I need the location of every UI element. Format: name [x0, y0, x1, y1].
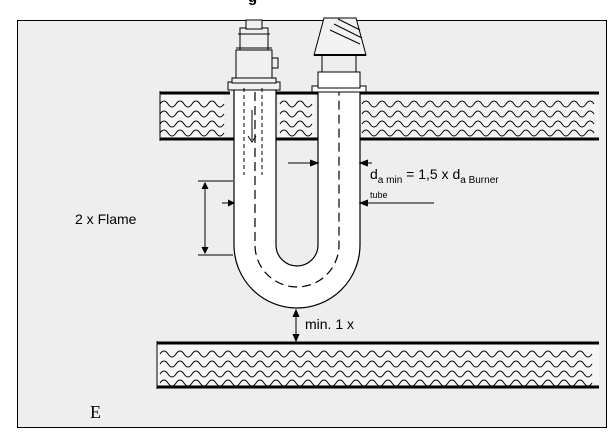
min-distance-label: min. 1 x [305, 316, 355, 332]
flame-length-label: 2 x Flame [75, 211, 137, 227]
diameter-min-subscript: a min [377, 175, 403, 186]
diameter-formula-label: da min = 1,5 x da Burner [370, 166, 499, 186]
u-tube [233, 87, 361, 309]
upper-wall [159, 91, 599, 141]
burner-subscript: a Burner [460, 175, 499, 186]
dimension-lines [198, 159, 434, 343]
burner [227, 19, 281, 175]
cut-off-heading: g [190, 0, 390, 6]
diameter-equals-text: = 1,5 x d [402, 166, 461, 182]
lower-wall [156, 341, 599, 389]
tube-subscript-label: tube [370, 190, 388, 200]
exhaust-hood [311, 17, 367, 93]
diameter-symbol: d [370, 166, 378, 182]
corner-letter: E [90, 402, 101, 422]
